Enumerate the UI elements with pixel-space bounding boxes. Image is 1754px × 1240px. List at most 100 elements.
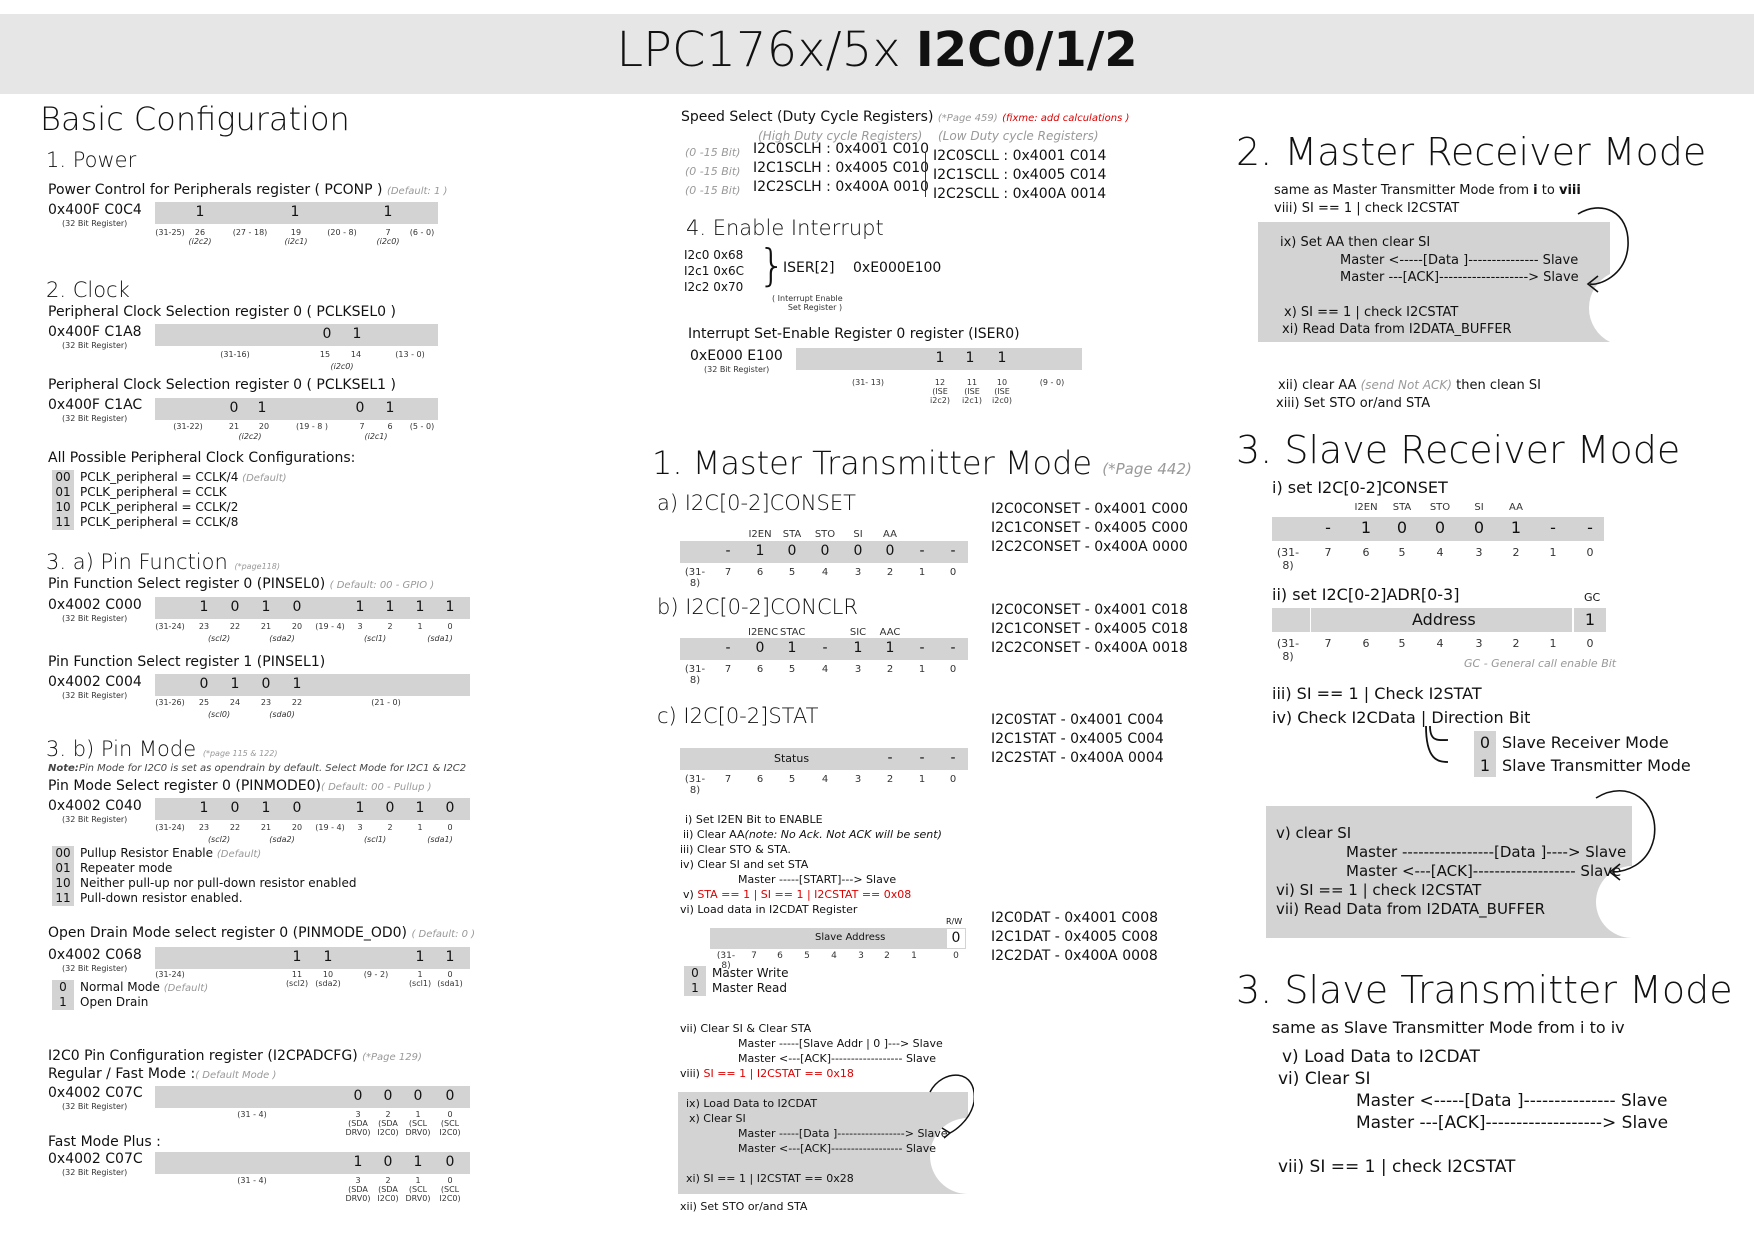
bit-value: - <box>1587 518 1593 537</box>
bit-label: AAC <box>879 627 901 638</box>
bit-value: 1 <box>353 1154 363 1170</box>
step: xi) Read Data from I2DATA_BUFFER <box>1282 322 1512 337</box>
fastplus-addr: 0x4002 C07C <box>48 1151 143 1167</box>
step: Master <---[ACK]------------------- Slav… <box>1346 862 1622 880</box>
list-item: I2C2CONSET - 0x400A 0018 <box>991 640 1188 656</box>
addr-sub: (32 Bit Register) <box>62 815 128 824</box>
bit-index: 7 <box>724 664 732 675</box>
step: vii) Read Data from I2DATA_BUFFER <box>1276 900 1546 918</box>
rw-label: R/W <box>946 917 963 926</box>
bit-index: 2 <box>1512 546 1520 559</box>
bit-value: 0 <box>229 400 239 416</box>
bit-index: (31 - 4) <box>237 1110 267 1119</box>
speed-heading: Speed Select (Duty Cycle Registers) (*Pa… <box>681 109 1130 125</box>
bit-value: 0 <box>355 400 365 416</box>
bit-index: 5 <box>1398 546 1406 559</box>
step: iv) Clear SI and set STA <box>680 858 809 871</box>
bit-value: 1 <box>385 400 395 416</box>
bit-value: 1 <box>415 800 425 816</box>
bit-value: 1 <box>1510 518 1522 537</box>
bit-index: 0 <box>949 774 957 785</box>
bit-index: 7(i2c0) <box>376 228 400 246</box>
padcfg-regular-label: Regular / Fast Mode :( Default Mode ) <box>48 1066 277 1082</box>
bit-index: 3 <box>858 951 864 961</box>
branch-lines <box>1425 726 1449 763</box>
step: ix) Set AA then clear SI <box>1280 235 1431 250</box>
bit-index: 21 <box>260 823 272 832</box>
step: viii) SI == 1 | I2CSTAT == 0x18 <box>680 1067 854 1080</box>
bit-index: 1 <box>417 622 423 631</box>
addr-sub: (32 Bit Register) <box>62 691 128 700</box>
bit-index: 22 <box>229 823 241 832</box>
od0-bar <box>155 947 470 969</box>
bit-index: (9 - 0) <box>1039 378 1065 387</box>
master-receiver-heading: 2. Master Receiver Mode <box>1236 130 1707 174</box>
padcfg-addr: 0x4002 C07C <box>48 1085 143 1101</box>
padcfg-label: I2C0 Pin Configuration register (I2CPADC… <box>48 1048 422 1064</box>
padcfg-bar <box>155 1086 470 1108</box>
master-transmitter-heading: 1. Master Transmitter Mode (*Page 442) <box>652 444 1192 482</box>
mt-steps: i) Set I2EN Bit to ENABLE ii) Clear AA(n… <box>680 812 942 917</box>
bit-value: 1 <box>292 949 302 965</box>
bit-index: 6 <box>1362 637 1370 650</box>
bit-value: 1 <box>261 800 271 816</box>
list-item: I2c2 0x70 <box>684 280 744 294</box>
sr-step-i: i) set I2C[0-2]CONSET <box>1272 478 1448 497</box>
pinsel1-bar <box>155 674 470 696</box>
bit-index: (19 - 4) <box>315 823 345 832</box>
list-item: I2C0DAT - 0x4001 C008 <box>991 910 1159 926</box>
bit-value: 1 <box>853 640 863 656</box>
bit-value: - <box>950 543 956 559</box>
pinsel0-addr: 0x4002 C000 <box>48 597 142 613</box>
bit-index: (31-24) <box>155 622 185 631</box>
pin-mode-note: Note:Pin Mode for I2C0 is set as opendra… <box>48 763 467 774</box>
fastplus-bar <box>155 1152 470 1174</box>
pclksel1-bar <box>155 398 438 420</box>
bit-index: (scl2) <box>207 835 231 844</box>
bit-index: (i2c1) <box>364 432 388 441</box>
bit-value: 0 <box>413 1088 423 1104</box>
step: Master <---[ACK]------------------ Slave <box>738 1142 936 1155</box>
step: Master <-----[Data ]--------------- Slav… <box>1356 1091 1668 1111</box>
clock-configs-label: All Possible Peripheral Clock Configurat… <box>48 450 356 466</box>
bit-label: AA <box>883 529 897 540</box>
bit-value: 1 <box>385 599 395 615</box>
bit-value: 1 <box>413 1154 423 1170</box>
rw-cell <box>946 928 966 949</box>
bit-value: 0 <box>853 543 863 559</box>
pconp-addr-sub: (32 Bit Register) <box>62 219 128 228</box>
slave-address-label: Slave Address <box>815 932 886 943</box>
conclr-bar <box>680 638 968 660</box>
bit-index: 20 <box>291 823 303 832</box>
interrupt-heading: 4. Enable Interrupt <box>686 216 884 240</box>
bit-value: 0 <box>1473 518 1485 537</box>
bit-index: 2 <box>1512 637 1520 650</box>
bit-value: 1 <box>1360 518 1372 537</box>
bit-index: 2 <box>387 823 393 832</box>
step: xiii) Set STO or/and STA <box>1276 396 1431 411</box>
high-duty-label: (High Duty cycle Registers) <box>758 129 923 143</box>
bit-index: 20 <box>291 622 303 631</box>
bit-index: 4 <box>821 567 829 578</box>
bit-index: 26(i2c2) <box>188 228 212 246</box>
bit-value: 1 <box>257 400 267 416</box>
conset-heading: a) I2C[0-2]CONSET <box>657 491 856 515</box>
bit-value: 0 <box>353 1088 363 1104</box>
bit-index: 0 <box>1586 546 1594 559</box>
step: v) Load Data to I2CDAT <box>1282 1047 1480 1067</box>
bit-value: - <box>887 750 893 766</box>
bit-index: 1(scl1) <box>408 970 432 988</box>
list-item: I2C2CONSET - 0x400A 0000 <box>991 539 1188 555</box>
step: Master -----[START]---> Slave <box>738 873 897 886</box>
pconp-reg-label: Power Control for Peripherals register (… <box>48 182 448 198</box>
bit-value: 1 <box>383 204 393 220</box>
bit-index: 1 <box>918 567 926 578</box>
bit-value: 1 <box>1584 610 1596 629</box>
bit-index: (31-16) <box>220 350 250 359</box>
